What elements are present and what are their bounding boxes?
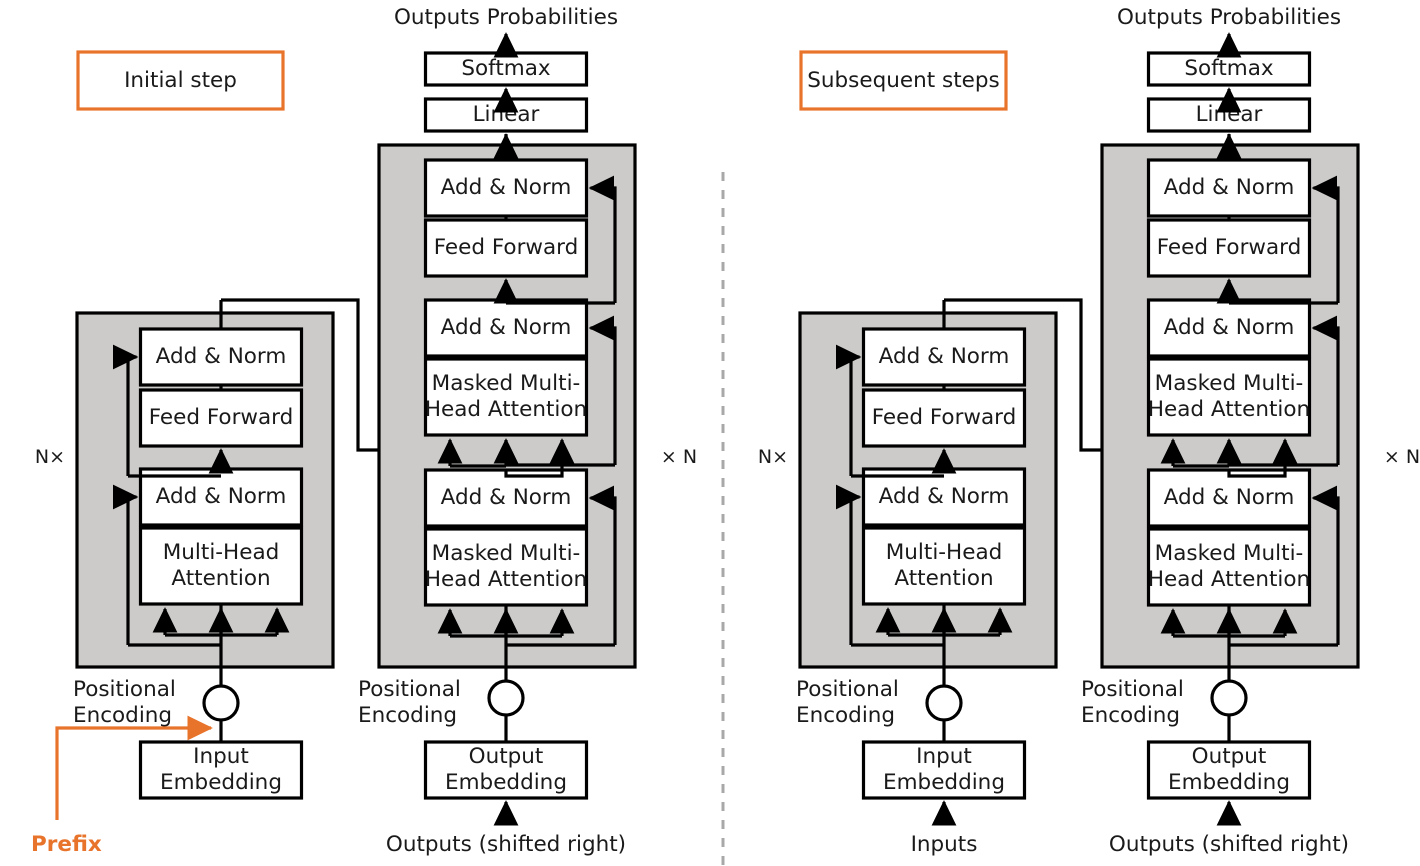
- decoder-head-label-0-subsequent: Softmax: [1184, 56, 1274, 81]
- output-embedding-box-subsequent[interactable]: [1146, 740, 1312, 800]
- encoder-block-1-initial[interactable]: [138, 388, 304, 448]
- decoder-bottom-label-initial: Outputs (shifted right): [386, 832, 626, 857]
- encoder-block-2-initial[interactable]: [138, 467, 304, 527]
- encoder-block-label-0-subsequent: Add & Norm: [879, 344, 1010, 369]
- encoder-repeat-label-initial: N×: [35, 446, 65, 468]
- encoder-positional-encoding-circle-initial: [202, 684, 240, 722]
- decoder-block-4-subsequent[interactable]: [1146, 468, 1312, 528]
- decoder-block-3-subsequent[interactable]: [1146, 357, 1312, 437]
- decoder-block-label-2-subsequent: Add & Norm: [1164, 315, 1295, 340]
- encoder-residual-2-subsequent: [835, 484, 862, 645]
- decoder-repeat-label-subsequent: × N: [1384, 446, 1420, 468]
- decoder-block-0-initial[interactable]: [423, 158, 589, 218]
- legend-label-initial: Initial step: [124, 68, 237, 93]
- encoder-block-3-initial[interactable]: [138, 526, 304, 606]
- decoder-block-1-subsequent[interactable]: [1146, 218, 1312, 278]
- decoder-cross-query-line-initial: [504, 466, 564, 478]
- decoder-residual-3-initial: [588, 485, 617, 645]
- input-embedding-box-subsequent[interactable]: [861, 740, 1027, 800]
- decoder-block-label-5-subsequent: Masked Multi-Head Attention: [1148, 541, 1310, 592]
- decoder-block-1-initial[interactable]: [423, 218, 589, 278]
- encoder-residual-1-initial: [112, 344, 139, 476]
- encoder-block-0-subsequent[interactable]: [861, 327, 1027, 387]
- decoder-residual-1-initial: [588, 175, 617, 303]
- decoder-positional-encoding-circle-initial: [487, 679, 525, 717]
- decoder-head-label-0-initial: Softmax: [461, 56, 551, 81]
- decoder-residual-1-subsequent: [1311, 175, 1340, 303]
- decoder-block-5-subsequent[interactable]: [1146, 527, 1312, 607]
- encoder-block-label-1-subsequent: Feed Forward: [872, 405, 1017, 430]
- decoder-block-label-3-subsequent: Masked Multi-Head Attention: [1148, 371, 1310, 422]
- decoder-block-label-2-initial: Add & Norm: [441, 315, 572, 340]
- encoder-block-label-1-initial: Feed Forward: [149, 405, 294, 430]
- encoder-block-2-subsequent[interactable]: [861, 467, 1027, 527]
- decoder-block-label-1-subsequent: Feed Forward: [1157, 235, 1302, 260]
- decoder-block-label-4-subsequent: Add & Norm: [1164, 485, 1295, 510]
- decoder-residual-3-subsequent: [1311, 485, 1340, 645]
- decoder-head-label-1-subsequent: Linear: [1196, 102, 1263, 127]
- encoder-positional-encoding-circle-subsequent: [925, 684, 963, 722]
- decoder-block-label-0-subsequent: Add & Norm: [1164, 175, 1295, 200]
- legend-box-initial: [76, 50, 285, 111]
- decoder-head-block-0-subsequent[interactable]: [1146, 51, 1312, 87]
- decoder-positional-encoding-circle-subsequent: [1210, 679, 1248, 717]
- outputs-probabilities-label-initial: Outputs Probabilities: [394, 5, 618, 30]
- decoder-block-label-0-initial: Add & Norm: [441, 175, 572, 200]
- decoder-cross-query-line-subsequent: [1227, 466, 1287, 478]
- output-embedding-box-initial[interactable]: [423, 740, 589, 800]
- prefix-arrow-initial: [55, 715, 213, 820]
- decoder-head-label-1-initial: Linear: [473, 102, 540, 127]
- decoder-block-label-3-initial: Masked Multi-Head Attention: [425, 371, 587, 422]
- prefix-label-initial: Prefix: [31, 832, 102, 857]
- decoder-residual-2-subsequent: [1311, 315, 1340, 465]
- decoder-block-2-subsequent[interactable]: [1146, 298, 1312, 358]
- input-embedding-box-initial[interactable]: [138, 740, 304, 800]
- encoder-residual-1-subsequent: [835, 344, 862, 476]
- encoder-block-1-subsequent[interactable]: [861, 388, 1027, 448]
- decoder-block-label-5-initial: Masked Multi-Head Attention: [425, 541, 587, 592]
- legend-label-subsequent: Subsequent steps: [807, 68, 999, 93]
- outputs-probabilities-label-subsequent: Outputs Probabilities: [1117, 5, 1341, 30]
- encoder-block-label-2-initial: Add & Norm: [156, 484, 287, 509]
- decoder-block-label-1-initial: Feed Forward: [434, 235, 579, 260]
- legend-box-subsequent: [799, 50, 1008, 111]
- encoder-residual-2-initial: [112, 484, 139, 645]
- encoder-repeat-label-subsequent: N×: [758, 446, 788, 468]
- encoder-block-label-2-subsequent: Add & Norm: [879, 484, 1010, 509]
- decoder-bottom-label-subsequent: Outputs (shifted right): [1109, 832, 1349, 857]
- decoder-block-label-4-initial: Add & Norm: [441, 485, 572, 510]
- decoder-repeat-label-initial: × N: [661, 446, 697, 468]
- decoder-residual-2-initial: [588, 315, 617, 465]
- encoder-block-label-0-initial: Add & Norm: [156, 344, 287, 369]
- encoder-bottom-label-subsequent: Inputs: [911, 832, 978, 857]
